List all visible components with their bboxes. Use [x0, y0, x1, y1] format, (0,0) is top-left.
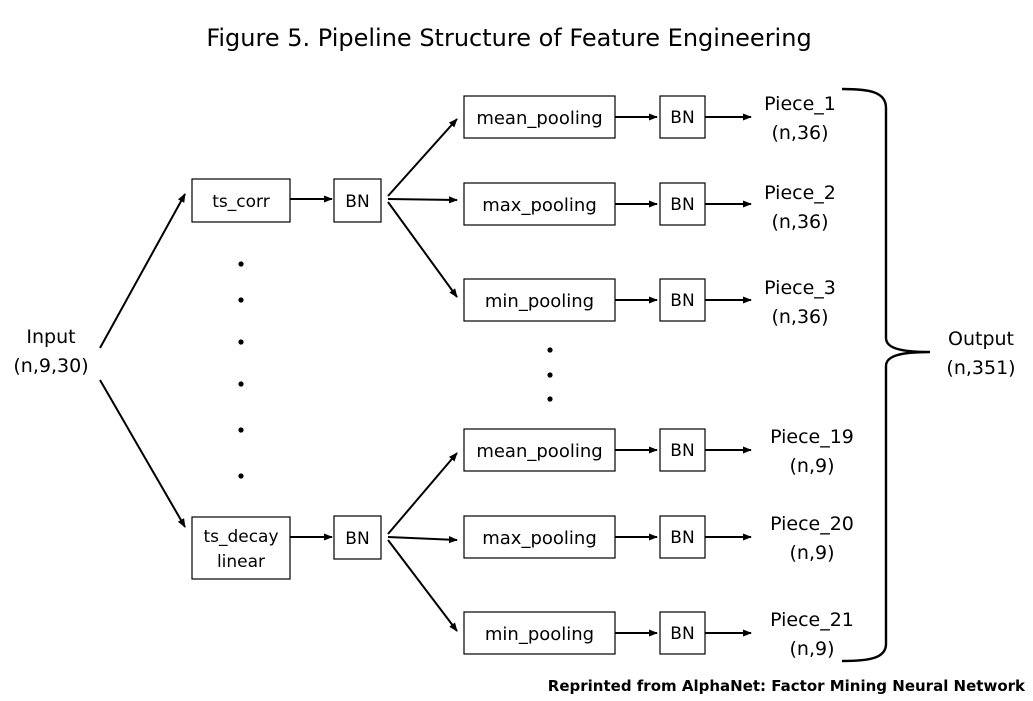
input-shape: (n,9,30) [13, 355, 88, 377]
piece-shape: (n,36) [771, 122, 828, 144]
piece-shape: (n,9) [790, 455, 835, 477]
source-credit: Reprinted from AlphaNet: Factor Mining N… [548, 677, 1026, 695]
bn-label: BN [670, 528, 694, 548]
ts-decay-label-line1: ts_decay [203, 527, 278, 547]
branch-row: max_pooling BN Piece_2 (n,36) [463, 182, 836, 233]
branch-row: min_pooling BN Piece_3 (n,36) [463, 277, 836, 328]
piece-shape: (n,36) [771, 211, 828, 233]
pooling-label: max_pooling [482, 195, 597, 216]
bn-box [659, 611, 706, 655]
bn-label: BN [670, 441, 694, 461]
output-label: Output [948, 328, 1014, 350]
operator-ellipsis [238, 261, 244, 479]
piece-shape: (n,36) [771, 306, 828, 328]
fanout-arrow-bottom-min [387, 539, 458, 632]
branch-row: max_pooling BN Piece_20 (n,9) [463, 513, 854, 564]
input-to-ts-decay-arrow [99, 379, 186, 528]
ts-corr-box [191, 178, 291, 223]
piece-shape: (n,9) [790, 542, 835, 564]
fanout-arrow-bottom-mean [387, 452, 458, 535]
piece-label: Piece_3 [764, 277, 836, 299]
branch-row: min_pooling BN Piece_21 (n,9) [463, 609, 854, 660]
pooling-label: max_pooling [482, 528, 597, 549]
bn-label-top: BN [345, 192, 369, 212]
piece-label: Piece_2 [764, 182, 836, 204]
bn-box-top [333, 178, 382, 223]
bn-box-bottom [333, 515, 382, 560]
bn-box [659, 515, 706, 559]
fanout-arrow-bottom-max [387, 536, 458, 544]
piece-label: Piece_1 [764, 93, 836, 115]
piece-label: Piece_21 [770, 609, 854, 631]
pooling-box [463, 428, 616, 472]
output-shape: (n,351) [946, 357, 1015, 379]
bn-label: BN [670, 195, 694, 215]
branch-row: mean_pooling BN Piece_19 (n,9) [463, 426, 854, 477]
fanout-arrow-top-mean [387, 118, 458, 197]
pooling-box [463, 611, 616, 655]
ts-decay-linear-box [191, 516, 291, 580]
input-label: Input [26, 326, 75, 348]
pooling-label: min_pooling [485, 624, 594, 645]
piece-shape: (n,9) [790, 638, 835, 660]
bn-label: BN [670, 291, 694, 311]
fanout-arrow-top-min [387, 201, 458, 298]
input-to-ts-corr-arrow [99, 193, 186, 349]
branch-row: mean_pooling BN Piece_1 (n,36) [463, 93, 836, 144]
branch-ellipsis [547, 347, 553, 402]
bn-label: BN [670, 108, 694, 128]
output-curly-brace [841, 87, 931, 663]
pooling-label: mean_pooling [476, 108, 602, 129]
bn-label: BN [670, 624, 694, 644]
figure-title: Figure 5. Pipeline Structure of Feature … [206, 24, 811, 52]
pooling-box [463, 278, 616, 322]
pooling-label: mean_pooling [476, 441, 602, 462]
ts-corr-label: ts_corr [212, 192, 269, 212]
bn-label-bottom: BN [345, 529, 369, 549]
piece-label: Piece_19 [770, 426, 854, 448]
fanout-arrow-top-max [387, 196, 458, 204]
pooling-box [463, 515, 616, 559]
piece-label: Piece_20 [770, 513, 854, 535]
ts-decay-label-line2: linear [217, 552, 265, 572]
bn-box [659, 95, 706, 139]
pooling-label: min_pooling [485, 291, 594, 312]
